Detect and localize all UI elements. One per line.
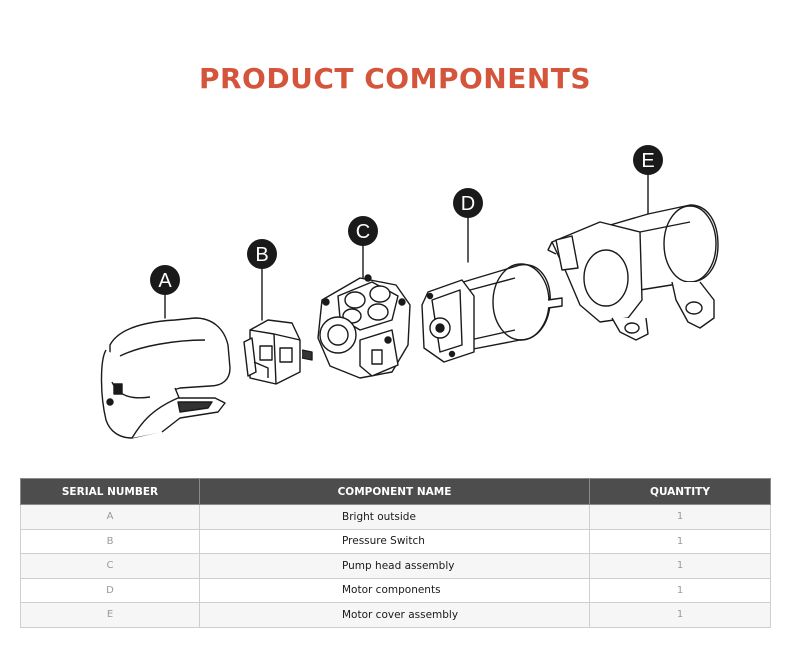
- part-c-pump-head: [317, 274, 411, 379]
- part-a-shell: [100, 317, 231, 439]
- table-row: A Bright outside 1: [20, 504, 771, 530]
- exploded-view-diagram: A B C D E: [100, 145, 719, 439]
- header-component-name: COMPONENT NAME: [199, 478, 590, 505]
- table-row: B Pressure Switch 1: [20, 528, 771, 554]
- label-e-badge: E: [633, 145, 663, 175]
- quantity-cell: 1: [589, 577, 771, 603]
- serial-cell: D: [20, 577, 200, 603]
- quantity-cell: 1: [589, 528, 771, 554]
- serial-cell: C: [20, 553, 200, 579]
- component-name-cell: Pump head assembly: [199, 553, 590, 579]
- label-c-badge: C: [348, 216, 378, 246]
- label-b-text: B: [255, 244, 268, 266]
- page-title: PRODUCT COMPONENTS: [198, 62, 592, 95]
- table-row: D Motor components 1: [20, 577, 771, 603]
- label-a-text: A: [158, 270, 172, 292]
- table-row: E Motor cover assembly 1: [20, 602, 771, 628]
- components-table: SERIAL NUMBER COMPONENT NAME QUANTITY A …: [20, 478, 771, 628]
- label-e-text: E: [641, 150, 654, 172]
- serial-cell: B: [20, 528, 200, 554]
- header-quantity: QUANTITY: [589, 478, 771, 505]
- component-name-cell: Pressure Switch: [199, 528, 590, 554]
- part-d-motor: [421, 263, 563, 363]
- header-serial-number: SERIAL NUMBER: [20, 478, 200, 505]
- table-header-row: SERIAL NUMBER COMPONENT NAME QUANTITY: [20, 478, 771, 505]
- serial-cell: E: [20, 602, 200, 628]
- label-c-text: C: [356, 221, 370, 243]
- table-row: C Pump head assembly 1: [20, 553, 771, 579]
- quantity-cell: 1: [589, 553, 771, 579]
- serial-cell: A: [20, 504, 200, 530]
- part-b-pressure-switch: [243, 319, 313, 385]
- label-a-badge: A: [150, 265, 180, 295]
- quantity-cell: 1: [589, 504, 771, 530]
- quantity-cell: 1: [589, 602, 771, 628]
- component-name-cell: Bright outside: [199, 504, 590, 530]
- part-e-motor-cover: [547, 204, 719, 341]
- label-d-text: D: [461, 193, 475, 215]
- component-name-cell: Motor components: [199, 577, 590, 603]
- label-b-badge: B: [247, 239, 277, 269]
- label-d-badge: D: [453, 188, 483, 218]
- component-name-cell: Motor cover assembly: [199, 602, 590, 628]
